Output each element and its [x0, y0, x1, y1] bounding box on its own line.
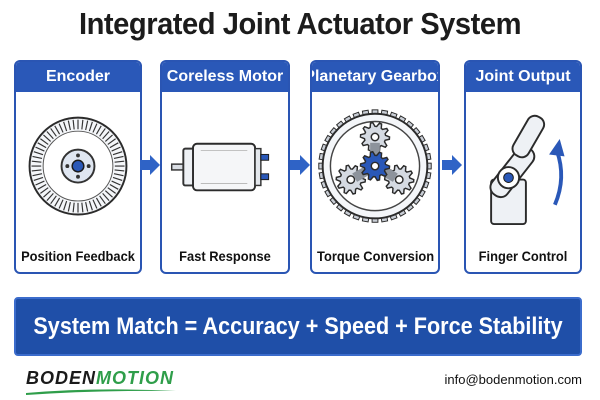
diagram-title: Integrated Joint Actuator System	[78, 6, 522, 41]
stage-caption: Torque Conversion	[317, 248, 435, 264]
stage-caption: Position Feedback	[21, 248, 135, 264]
planetary-gear-icon	[318, 109, 432, 223]
stage-header: Joint Output	[466, 62, 580, 92]
flow-arrow	[290, 155, 310, 175]
stage-caption: Fast Response	[179, 248, 271, 264]
company-logo: BODENMOTION	[26, 368, 176, 395]
stage-header: Planetary Gearbox	[312, 62, 438, 92]
banner-text: System Match = Accuracy + Speed + Force …	[33, 312, 563, 340]
logo-text-part1: BODEN	[26, 368, 97, 388]
encoder-disc-icon	[28, 116, 128, 216]
logo-text-part2: MOTION	[96, 368, 175, 388]
stage-caption: Finger Control	[478, 248, 568, 264]
contact-email: info@bodenmotion.com	[444, 372, 583, 387]
stage-planetary-gearbox: Planetary Gearbox Torque Conversion	[310, 60, 440, 274]
motor-icon	[170, 142, 270, 192]
stage-header: Encoder	[16, 62, 140, 92]
logo-swoosh-icon	[26, 389, 176, 395]
finger-joint-icon	[489, 114, 565, 225]
flow-arrow	[442, 155, 462, 175]
stage-encoder: Encoder Position Feedback	[14, 60, 142, 274]
system-match-banner: System Match = Accuracy + Speed + Force …	[14, 297, 582, 356]
stage-header: Coreless Motor	[162, 62, 288, 92]
flow-arrow	[140, 155, 160, 175]
stage-coreless-motor: Coreless Motor Fast Response	[160, 60, 290, 274]
stage-joint-output: Joint Output Finger Control	[464, 60, 582, 274]
